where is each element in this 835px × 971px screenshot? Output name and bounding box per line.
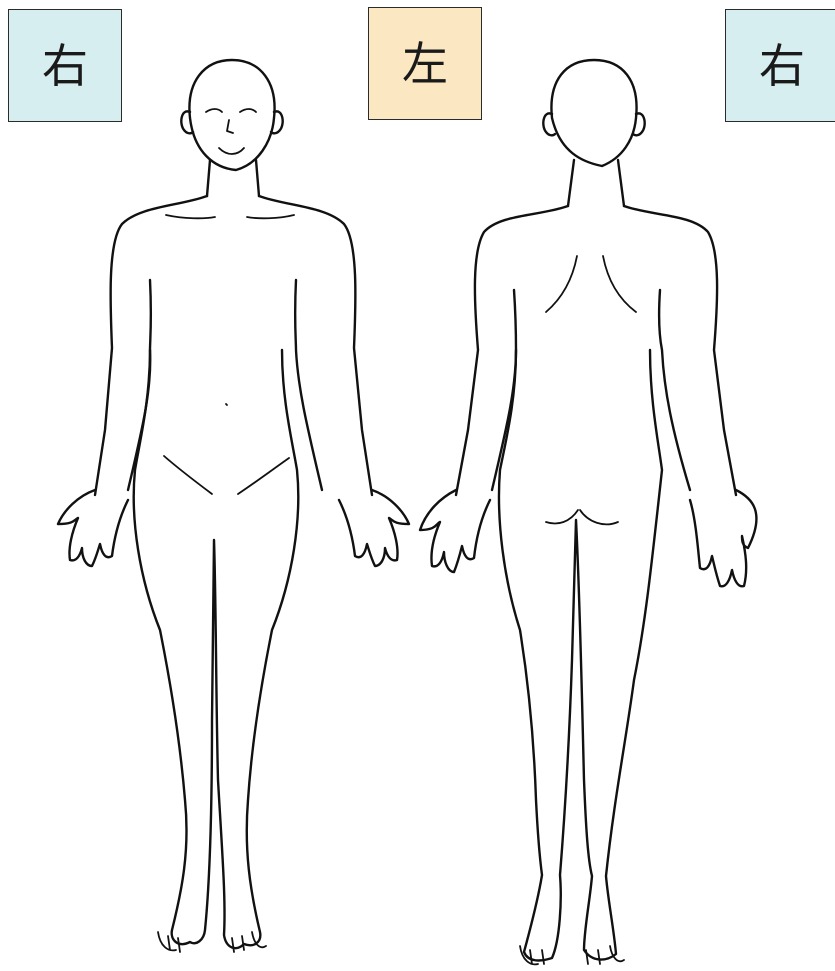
front-collarbone-left xyxy=(247,215,294,218)
back-hand-left xyxy=(420,490,490,572)
front-groin-right xyxy=(164,456,212,494)
back-shoulder-blade-left xyxy=(546,256,577,312)
back-inner-arm-right xyxy=(659,290,690,490)
front-body-outline xyxy=(95,196,372,948)
front-hand-left xyxy=(339,490,409,566)
front-navel xyxy=(226,404,227,405)
front-eye-right xyxy=(206,109,222,112)
front-collarbone-right xyxy=(166,215,215,218)
front-mouth xyxy=(219,148,244,154)
front-body-figure xyxy=(58,60,409,952)
back-hand-right xyxy=(690,490,756,586)
back-neck-left xyxy=(568,160,574,206)
back-head xyxy=(551,60,636,166)
back-body-outline xyxy=(456,206,736,960)
back-neck-right xyxy=(618,160,624,206)
back-inner-arm-left xyxy=(492,290,516,490)
back-buttocks-crease-left xyxy=(546,510,578,524)
front-groin-left xyxy=(238,458,289,494)
front-eye-left xyxy=(240,109,256,112)
back-buttocks-crease-right xyxy=(580,510,618,524)
front-neck-left xyxy=(256,160,259,196)
front-neck-right xyxy=(207,160,210,196)
back-body-figure xyxy=(420,60,756,964)
front-hand-right xyxy=(58,490,128,566)
front-nose xyxy=(227,120,233,133)
front-inner-arm-left xyxy=(295,280,322,490)
back-shoulder-blade-right xyxy=(603,256,636,312)
back-toes-right xyxy=(586,946,624,964)
